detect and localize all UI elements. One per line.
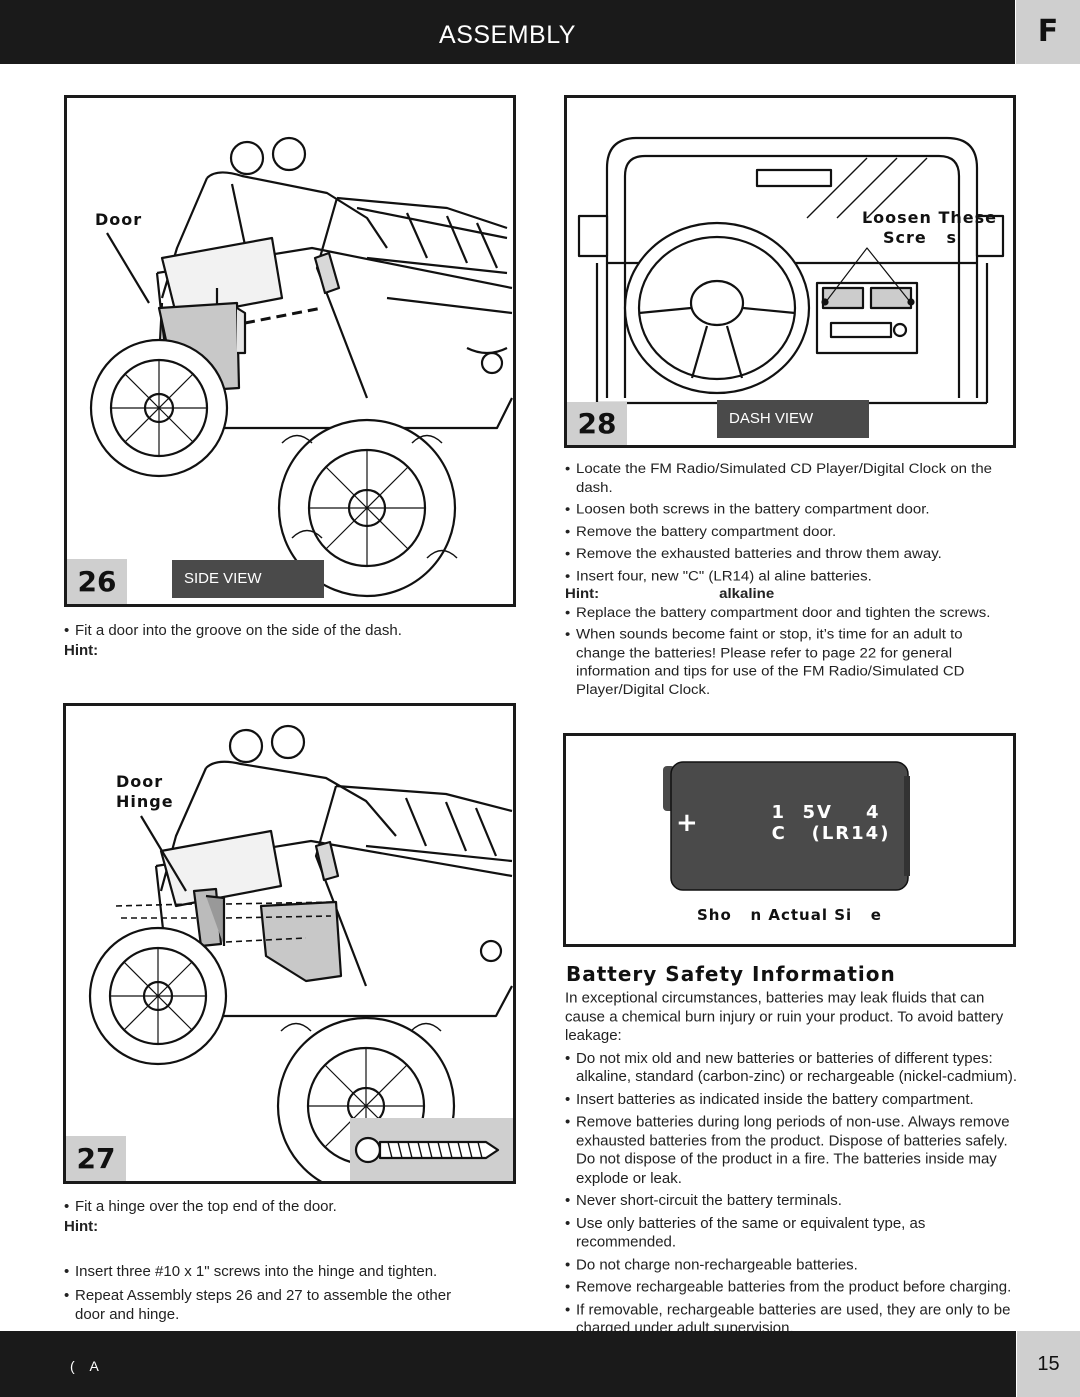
step-26-bullet: Fit a door into the groove on the side o… — [64, 621, 504, 641]
step-28-bullet-replace: Replace the battery compartment door and… — [565, 603, 1013, 621]
page-number-tab: 15 — [1017, 1331, 1080, 1397]
step-28-bullet-loosen: Loosen both screws in the battery compar… — [565, 500, 1013, 518]
battery-actual-size-caption: Sho n Actual Si e — [697, 906, 882, 924]
page-number: 15 — [1037, 1353, 1060, 1375]
footer-text: ( A — [70, 1358, 99, 1374]
step-28-hint-value: alkaline — [719, 585, 775, 602]
door-hinge-callout-line2: Hinge — [116, 792, 174, 811]
step-27-bullet-screws: Insert three #10 x 1" screws into the hi… — [64, 1262, 464, 1282]
door-hinge-callout-line1: Door — [116, 772, 164, 791]
step-number-27: 27 — [66, 1136, 126, 1181]
step-27-illustration: Door Hinge 27 — [63, 703, 516, 1184]
step-27-instructions: Fit a hinge over the top end of the door… — [64, 1197, 464, 1325]
battery-safety-bullet: Do not charge non-rechargeable batteries… — [565, 1255, 1025, 1274]
battery-safety-bullet: Remove batteries during long periods of … — [565, 1113, 1025, 1188]
door-callout: Door — [95, 210, 143, 229]
step-28-bullet-remove-door: Remove the battery compartment door. — [565, 523, 1013, 541]
loosen-screws-callout-line1: Loosen These — [861, 208, 997, 227]
battery-safety-bullet: Insert batteries as indicated inside the… — [565, 1090, 1025, 1109]
side-view-label: SIDE VIEW — [172, 560, 324, 598]
step-28-hint-label: Hint: — [565, 585, 600, 602]
c-battery-drawing — [663, 761, 910, 891]
header-bar: ASSEMBLY — [0, 0, 1015, 64]
footer-bar: ( A — [0, 1331, 1016, 1397]
step-28-bullet-remove-batteries: Remove the exhausted batteries and throw… — [565, 545, 1013, 563]
battery-safety-intro: In exceptional circumstances, batteries … — [565, 989, 1004, 1044]
step-26-hint: Hint: — [64, 641, 99, 659]
step-27-bullet-repeat: Repeat Assembly steps 26 and 27 to assem… — [64, 1286, 464, 1325]
step-28-hint: Hint: alkaline — [565, 585, 1013, 603]
step-28-illustration: Loosen These Scre s 28 DASH VIEW — [564, 95, 1016, 448]
language-tab-label: F — [1037, 14, 1059, 49]
dash-view-drawing — [577, 136, 1005, 405]
battery-figure: + 1 5V 4 C (LR14) Sho n Actual Si e — [563, 733, 1016, 947]
battery-voltage-label: 1 5V 4 — [771, 802, 881, 823]
step-27-hint: Hint: — [64, 1217, 99, 1235]
battery-safety-bullet: Use only batteries of the same or equiva… — [565, 1214, 1025, 1251]
door-hinge-callout: Door Hinge — [116, 772, 174, 812]
battery-safety-bullet: Do not mix old and new batteries or batt… — [565, 1049, 1025, 1086]
step-27-bullet: Fit a hinge over the top end of the door… — [64, 1197, 464, 1217]
vehicle-side-door-drawing — [89, 136, 513, 598]
step-number-26: 26 — [67, 559, 127, 604]
battery-type-label: C (LR14) — [771, 823, 891, 844]
step-28-bullet-insert: Insert four, new "C" (LR14) al aline bat… — [565, 567, 1013, 585]
step-26-instructions: Fit a door into the groove on the side o… — [64, 621, 504, 660]
battery-safety-text: In exceptional circumstances, batteries … — [565, 989, 1025, 1338]
step-number-28: 28 — [567, 402, 627, 445]
dash-view-label: DASH VIEW — [717, 400, 869, 438]
battery-safety-title: Battery Safety Information — [566, 962, 896, 986]
language-tab: F — [1016, 0, 1080, 64]
loosen-screws-callout: Loosen These Scre s — [829, 208, 997, 248]
battery-safety-bullet: Never short-circuit the battery terminal… — [565, 1192, 1025, 1211]
step-26-illustration: Door 26 SIDE VIEW — [64, 95, 516, 607]
page-title: ASSEMBLY — [439, 21, 576, 49]
step-28-instructions: Locate the FM Radio/Simulated CD Player/… — [565, 460, 1013, 699]
battery-safety-bullet: Remove rechargeable batteries from the p… — [565, 1278, 1025, 1297]
loosen-screws-callout-line2: Scre s — [883, 228, 957, 247]
vehicle-hinge-drawing — [88, 724, 513, 1181]
step-28-bullet-locate: Locate the FM Radio/Simulated CD Player/… — [565, 460, 1013, 497]
battery-plus-symbol: + — [676, 808, 698, 838]
step-28-bullet-when-sounds: When sounds become faint or stop, it’s t… — [565, 625, 1013, 698]
